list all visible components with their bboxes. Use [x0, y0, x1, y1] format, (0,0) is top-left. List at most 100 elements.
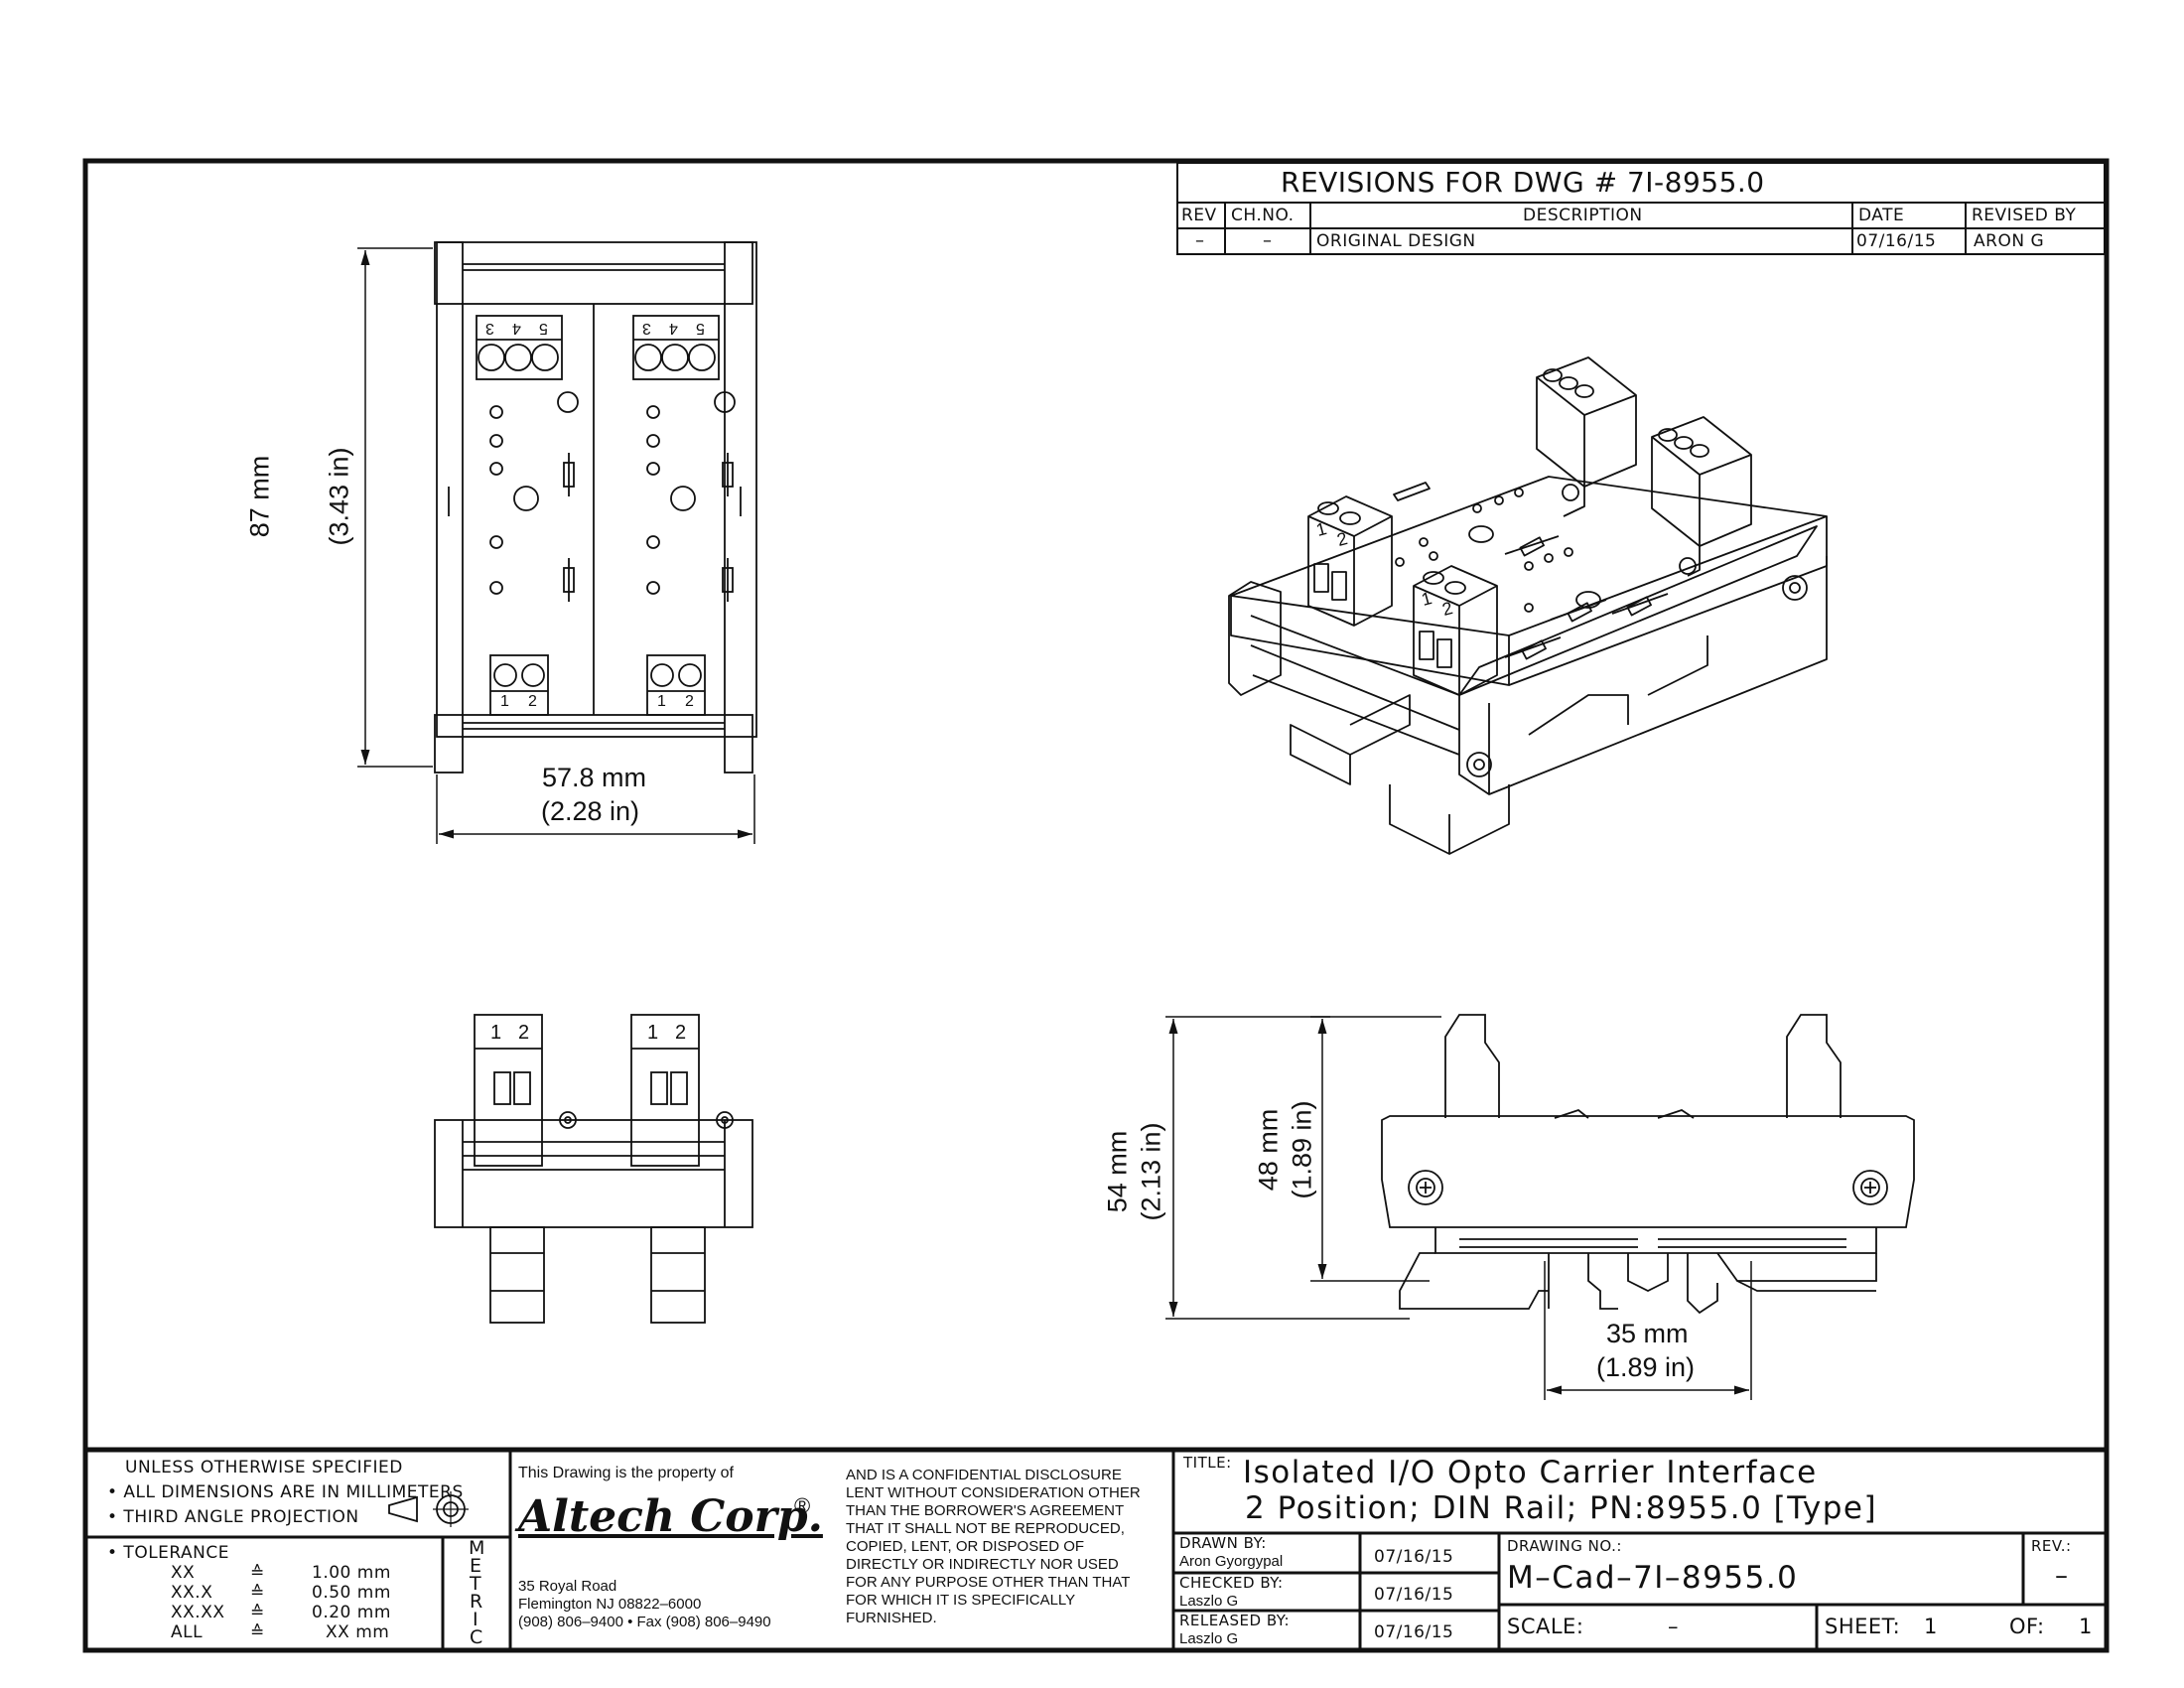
- terminal-label-2: 2: [528, 693, 537, 710]
- dimension-width-in: (2.28 in): [541, 796, 640, 826]
- revision-value: –: [2055, 1561, 2069, 1591]
- metric-letter: E: [470, 1555, 482, 1577]
- metric-letter: M: [469, 1537, 485, 1559]
- side-view-dimensions: [1165, 1016, 1752, 1400]
- dimension-width-mm: 57.8 mm: [542, 763, 647, 792]
- checked-date: 07/16/15: [1374, 1585, 1454, 1605]
- terminal-label-2: 2: [685, 693, 694, 710]
- confidential-line: FOR ANY PURPOSE OTHER THAN THAT: [846, 1574, 1131, 1591]
- property-text: This Drawing is the property of: [518, 1465, 734, 1481]
- notes-unless-specified: UNLESS OTHERWISE SPECIFIED: [125, 1458, 403, 1477]
- confidential-line: FOR WHICH IT IS SPECIFICALLY: [846, 1592, 1076, 1609]
- confidential-line: LENT WITHOUT CONSIDERATION OTHER: [846, 1484, 1141, 1501]
- revisions-header-date: DATE: [1858, 206, 1905, 225]
- confidential-line: THAN THE BORROWER'S AGREEMENT: [846, 1502, 1125, 1519]
- confidential-line: THAT IT SHALL NOT BE REPRODUCED,: [846, 1520, 1125, 1537]
- tolerance-symbol: ≙: [250, 1583, 265, 1603]
- dimension-rail-mm: 35 mm: [1606, 1319, 1689, 1348]
- revisions-header-rev: REV: [1181, 206, 1217, 225]
- dimension-inner-height-in: (1.89 in): [1287, 1100, 1317, 1199]
- revision-row-revised-by: ARON G: [1974, 231, 2045, 251]
- dimension-outer-height-mm: 54 mm: [1102, 1130, 1133, 1213]
- of-value: 1: [2079, 1615, 2093, 1638]
- sheet-value: 1: [1924, 1615, 1938, 1638]
- drawn-by-label: DRAWN BY:: [1179, 1534, 1267, 1552]
- notes-dimensions-mm: • ALL DIMENSIONS ARE IN MILLIMETERS: [107, 1482, 464, 1502]
- confidential-line: COPIED, LENT, OR DISPOSED OF: [846, 1538, 1085, 1555]
- title-label: TITLE:: [1183, 1454, 1232, 1472]
- tolerance-key: XX: [171, 1563, 196, 1583]
- revisions-header-revised-by: REVISED BY: [1972, 206, 2077, 225]
- revision-label: REV.:: [2031, 1537, 2072, 1555]
- tolerance-symbol: ≙: [250, 1563, 265, 1583]
- revisions-header-description: DESCRIPTION: [1523, 206, 1643, 225]
- terminal-label-5: 5: [696, 320, 705, 337]
- tolerance-key: XX.XX: [171, 1603, 225, 1622]
- drawn-by-name: Aron Gyorgypal: [1179, 1553, 1284, 1570]
- terminal-label-4: 4: [512, 320, 521, 337]
- registered-mark: ®: [794, 1493, 811, 1518]
- tolerance-value: XX mm: [326, 1622, 390, 1642]
- notes-projection: • THIRD ANGLE PROJECTION: [107, 1507, 359, 1527]
- terminal-label-5: 5: [539, 320, 548, 337]
- terminal-label-1: 1: [657, 693, 666, 710]
- side-view: [1381, 1014, 1915, 1315]
- scale-label: SCALE:: [1507, 1615, 1584, 1638]
- terminal-label-3: 3: [485, 320, 494, 337]
- revision-row-date: 07/16/15: [1856, 231, 1937, 251]
- dimension-inner-height-mm: 48 mm: [1253, 1108, 1284, 1192]
- confidential-line: FURNISHED.: [846, 1610, 937, 1626]
- company-address-street: 35 Royal Road: [518, 1578, 617, 1595]
- front-terminal-label-1: 1: [647, 1022, 659, 1044]
- drawn-date: 07/16/15: [1374, 1547, 1454, 1567]
- tolerance-title: • TOLERANCE: [107, 1543, 229, 1563]
- revisions-table: [1176, 162, 2106, 255]
- dimension-height-mm: 87 mm: [244, 455, 275, 538]
- revisions-title: REVISIONS FOR DWG # 7I-8955.0: [1281, 166, 1765, 199]
- top-view-dimensions: [357, 247, 755, 844]
- sheet-border: [82, 158, 2110, 1653]
- terminal-label-4: 4: [669, 320, 678, 337]
- metric-letter: C: [470, 1626, 483, 1648]
- metric-letter: T: [470, 1573, 482, 1595]
- dimension-rail-in: (1.89 in): [1596, 1352, 1696, 1382]
- front-terminal-label-2: 2: [675, 1022, 687, 1044]
- company-logo: Altech Corp.: [518, 1491, 823, 1542]
- confidential-line: AND IS A CONFIDENTIAL DISCLOSURE: [846, 1467, 1122, 1483]
- of-label: OF:: [2009, 1615, 2045, 1638]
- revision-row-chno: –: [1263, 230, 1273, 251]
- metric-letter: R: [470, 1591, 483, 1613]
- front-terminal-label-1: 1: [490, 1022, 502, 1044]
- front-terminal-label-2: 2: [518, 1022, 530, 1044]
- scale-value: –: [1668, 1615, 1679, 1638]
- terminal-label-1: 1: [500, 693, 509, 710]
- drawing-title-line2: 2 Position; DIN Rail; PN:8955.0 [Type]: [1245, 1490, 1878, 1526]
- terminal-label-3: 3: [642, 320, 651, 337]
- checked-by-name: Laszlo G: [1179, 1593, 1239, 1610]
- tolerance-value: 1.00 mm: [312, 1563, 391, 1583]
- revision-row-description: ORIGINAL DESIGN: [1316, 231, 1476, 251]
- released-by-name: Laszlo G: [1179, 1630, 1239, 1647]
- front-view: [434, 1014, 753, 1324]
- drawing-number: M–Cad–7I–8955.0: [1507, 1560, 1799, 1596]
- released-by-label: RELEASED BY:: [1179, 1612, 1291, 1629]
- confidential-line: DIRECTLY OR INDIRECTLY NOR USED: [846, 1556, 1119, 1573]
- company-address-city: Flemington NJ 08822–6000: [518, 1596, 702, 1613]
- tolerance-symbol: ≙: [250, 1603, 265, 1622]
- company-phone: (908) 806–9400 • Fax (908) 806–9490: [518, 1614, 771, 1630]
- sheet-label: SHEET:: [1825, 1615, 1901, 1638]
- tolerance-value: 0.20 mm: [312, 1603, 391, 1622]
- drawing-title-line1: Isolated I/O Opto Carrier Interface: [1243, 1455, 1818, 1490]
- isometric-view: [1228, 356, 1828, 855]
- revisions-header-chno: CH.NO.: [1231, 206, 1295, 225]
- metric-letter: I: [473, 1609, 479, 1630]
- revision-row-rev: –: [1195, 230, 1205, 251]
- title-block: [85, 1447, 2107, 1650]
- tolerance-symbol: ≙: [250, 1622, 265, 1642]
- tolerance-key: XX.X: [171, 1583, 213, 1603]
- tolerance-key: ALL: [171, 1622, 204, 1642]
- dimension-height-in: (3.43 in): [324, 447, 354, 546]
- checked-by-label: CHECKED BY:: [1179, 1574, 1284, 1592]
- tolerance-value: 0.50 mm: [312, 1583, 391, 1603]
